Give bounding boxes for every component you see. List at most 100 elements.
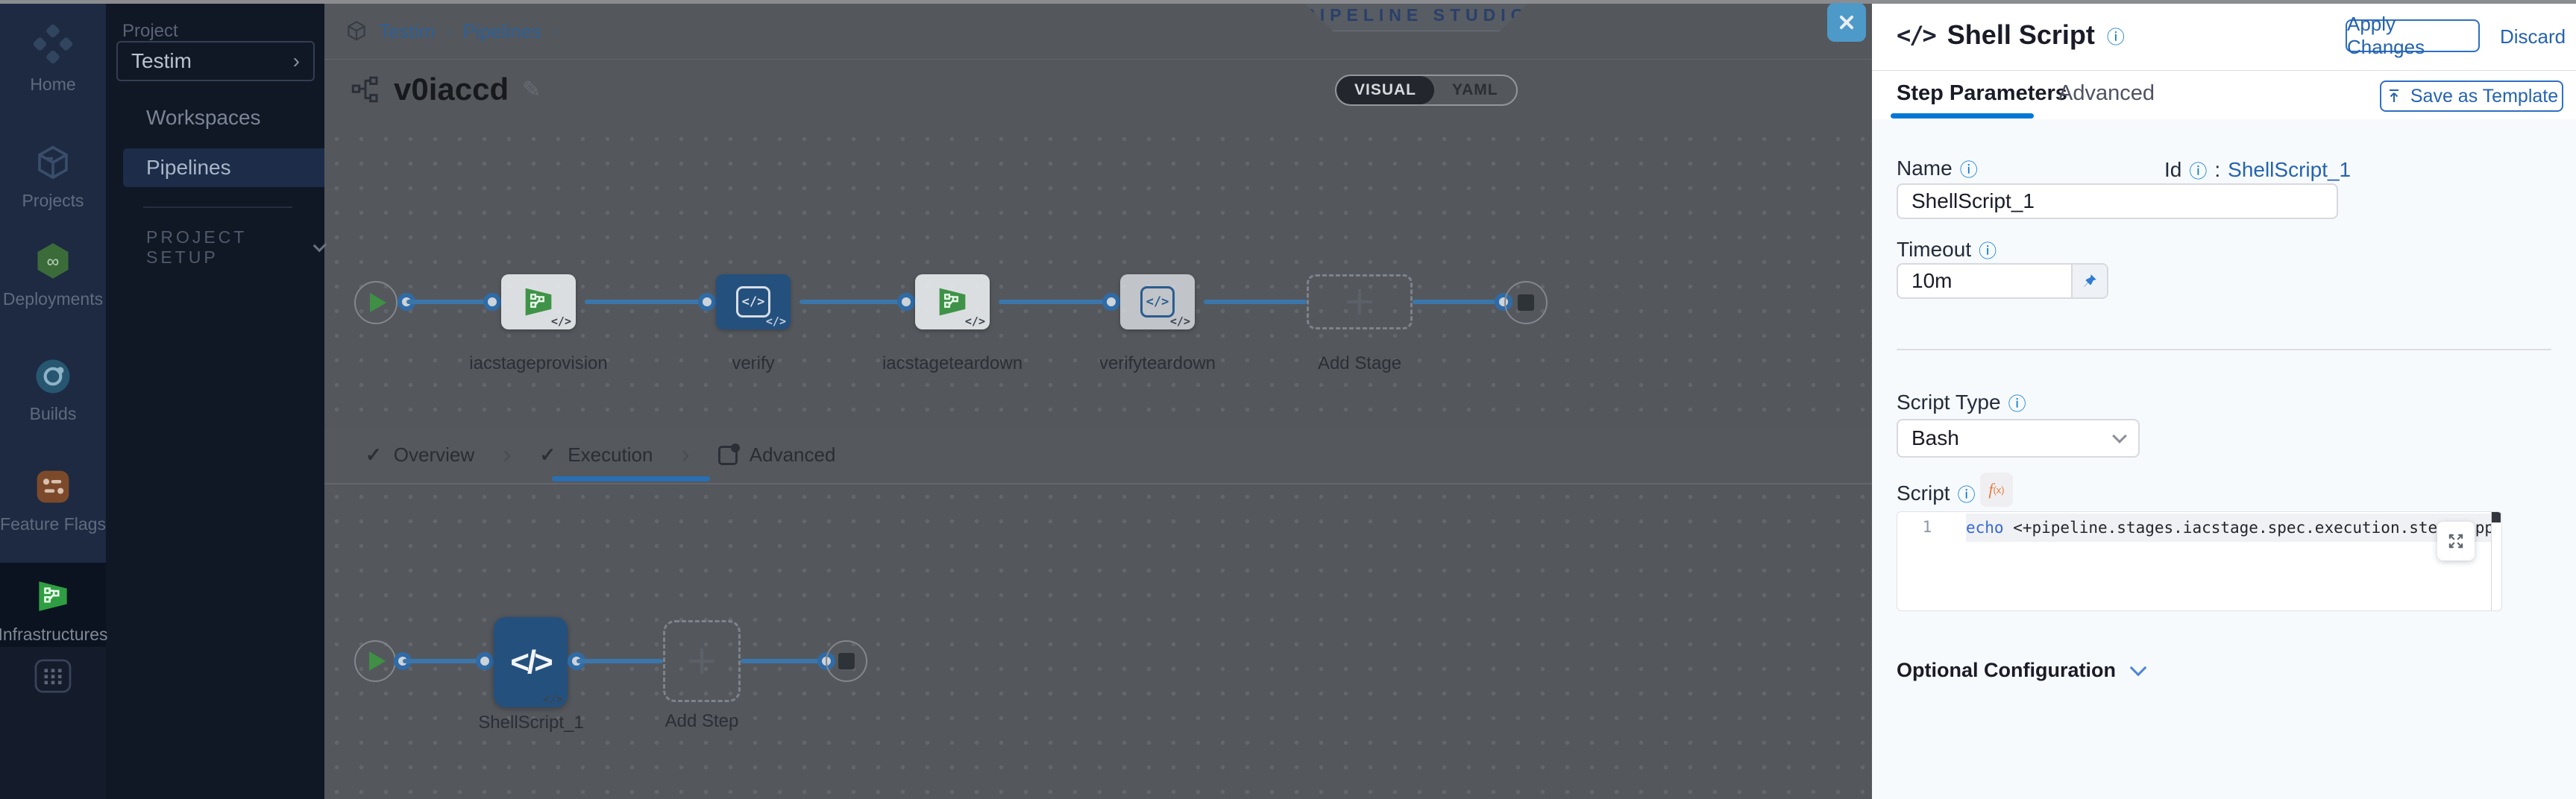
chevron-right-icon: › <box>551 19 559 42</box>
apply-changes-label: Apply Changes <box>2347 13 2425 58</box>
timeout-input[interactable]: 10m <box>1897 263 2108 299</box>
play-icon <box>370 293 386 312</box>
visual-yaml-toggle[interactable]: VISUAL YAML <box>1335 75 1518 106</box>
breadcrumb-pipelines[interactable]: Pipelines <box>462 19 541 42</box>
save-as-template-button[interactable]: Save as Template <box>2380 80 2563 112</box>
optional-configuration-label: Optional Configuration <box>1897 659 2116 681</box>
sidebar-item-workspaces[interactable]: Workspaces <box>106 98 324 137</box>
info-icon[interactable]: ⓘ <box>1959 160 1978 180</box>
apply-changes-button[interactable]: Apply Changes <box>2346 13 2480 58</box>
info-icon[interactable]: ⓘ <box>2189 162 2208 182</box>
execution-start-node[interactable] <box>354 640 396 682</box>
tab-step-parameters[interactable]: Step Parameters <box>1897 81 2067 105</box>
save-as-template-label: Save as Template <box>2410 85 2559 107</box>
project-sidebar: Project Testim › Workspaces Pipelines PR… <box>106 0 327 799</box>
infrastructure-stage-icon <box>939 288 966 316</box>
tab-step-advanced[interactable]: Advanced <box>2058 81 2155 105</box>
drawer-header: </> Shell Script ⓘ Apply Changes Discard <box>1872 0 2576 71</box>
custom-stage-icon: </> <box>736 286 770 318</box>
optional-configuration-toggle[interactable]: Optional Configuration <box>1897 659 2147 682</box>
sidebar-item-pipelines[interactable]: Pipelines <box>123 148 324 187</box>
chevron-down-icon <box>2129 659 2147 676</box>
script-code-editor[interactable]: 1 echo <+pipeline.stages.iacstage.spec.e… <box>1897 511 2502 611</box>
edit-pencil-icon[interactable]: ✎ <box>522 77 541 102</box>
sidebar-item-builds[interactable]: Builds <box>0 356 106 424</box>
stage-node-verifyteardown[interactable]: </> </> <box>1120 274 1195 329</box>
breadcrumb-project[interactable]: Testim <box>379 19 436 42</box>
script-type-select[interactable]: Bash <box>1897 419 2140 458</box>
stage-node-verify[interactable]: </> </> <box>716 274 791 329</box>
play-icon <box>369 651 386 671</box>
toggle-visual[interactable]: VISUAL <box>1336 76 1435 104</box>
chevron-right-icon: › <box>292 49 300 72</box>
tab-overview[interactable]: ✓ Overview <box>365 443 474 467</box>
tab-advanced[interactable]: Advanced <box>717 443 835 467</box>
project-selector[interactable]: Testim › <box>116 41 315 81</box>
project-setup-toggle[interactable]: PROJECT SETUP <box>146 227 327 268</box>
connector-port <box>698 293 716 311</box>
id-value-link[interactable]: ShellScript_1 <box>2228 157 2352 181</box>
connector-line <box>1204 300 1307 304</box>
chevron-down-icon <box>2112 429 2127 443</box>
expression-fx-button[interactable]: f(x) <box>1980 473 2013 507</box>
code-glyph: </> <box>741 294 765 309</box>
code-text: <+pipeline.stages.iacstage.spec.executio… <box>2003 519 2491 537</box>
pipeline-canvas: Testim › Pipelines › PIPELINE STUDIO v0i… <box>324 0 1872 799</box>
shell-script-icon: </> <box>510 643 553 680</box>
info-icon[interactable]: ⓘ <box>1957 485 1976 505</box>
info-icon[interactable]: ⓘ <box>1979 241 1997 262</box>
stage-tab-band: ✓ Overview › ✓ Execution › Advanced <box>324 429 1872 484</box>
connector-line <box>999 300 1111 304</box>
toggle-yaml[interactable]: YAML <box>1452 81 1498 98</box>
nav-item-label: Infrastructures <box>0 625 108 644</box>
sidebar-item-infrastructures[interactable]: Infrastructures <box>0 575 108 645</box>
shell-script-icon: </> <box>1897 21 1937 49</box>
canvas-dot-grid <box>324 484 1872 799</box>
feature-flags-icon <box>37 470 69 503</box>
module-grid-button[interactable] <box>0 659 106 693</box>
chevron-right-icon: › <box>681 440 690 469</box>
code-line[interactable]: echo <+pipeline.stages.iacstage.spec.exe… <box>1966 514 2491 542</box>
stage-node-iacstageprovision[interactable]: </> <box>501 274 576 329</box>
connector-line <box>799 300 906 304</box>
info-icon[interactable]: ⓘ <box>2008 394 2026 414</box>
add-stage-button[interactable] <box>1307 274 1413 329</box>
close-drawer-button[interactable] <box>1827 3 1866 42</box>
nav-item-label: Projects <box>22 191 84 210</box>
plus-icon <box>689 648 714 674</box>
script-label-text: Script <box>1897 481 1950 505</box>
check-icon: ✓ <box>365 443 382 466</box>
connector-port <box>1102 293 1120 311</box>
code-badge-icon: </> <box>765 315 786 328</box>
connector-line <box>585 300 707 304</box>
pipeline-graph-icon <box>351 76 378 103</box>
pipeline-start-node[interactable] <box>354 281 398 324</box>
sidebar-item-projects[interactable]: Projects <box>0 143 106 211</box>
builds-icon <box>36 359 70 394</box>
stage-node-iacstageteardown[interactable]: </> <box>915 274 990 329</box>
pipeline-title-row: v0iaccd ✎ <box>351 72 541 107</box>
code-glyph: </> <box>1146 294 1169 309</box>
tab-execution[interactable]: ✓ Execution <box>539 443 653 467</box>
execution-end-node[interactable] <box>826 640 867 682</box>
infrastructures-icon <box>39 581 67 611</box>
info-icon[interactable]: ⓘ <box>2106 27 2125 48</box>
editor-scrollbar-thumb[interactable] <box>2492 512 2501 522</box>
step-node-shellscript[interactable]: </> </> <box>494 617 568 707</box>
discard-button[interactable]: Discard <box>2500 25 2566 48</box>
add-step-button[interactable] <box>663 620 741 702</box>
expand-editor-button[interactable] <box>2437 522 2475 560</box>
sidebar-item-feature-flags[interactable]: Feature Flags <box>0 467 106 534</box>
canvas-header: Testim › Pipelines › <box>324 0 1872 60</box>
sidebar-item-home[interactable]: Home <box>0 21 106 95</box>
fixed-value-pin-button[interactable] <box>2071 265 2107 297</box>
step-label: ShellScript_1 <box>478 713 584 733</box>
sidebar-item-deployments[interactable]: ∞ Deployments <box>0 240 106 309</box>
connector-line <box>1413 300 1504 304</box>
pipeline-end-node[interactable] <box>1504 281 1548 324</box>
tab-label: Execution <box>568 443 653 466</box>
name-input[interactable]: ShellScript_1 <box>1897 183 2338 219</box>
breadcrumb: Testim › Pipelines › <box>345 19 559 43</box>
editor-scrollbar[interactable] <box>2491 512 2501 610</box>
infrastructure-stage-icon <box>525 288 552 316</box>
